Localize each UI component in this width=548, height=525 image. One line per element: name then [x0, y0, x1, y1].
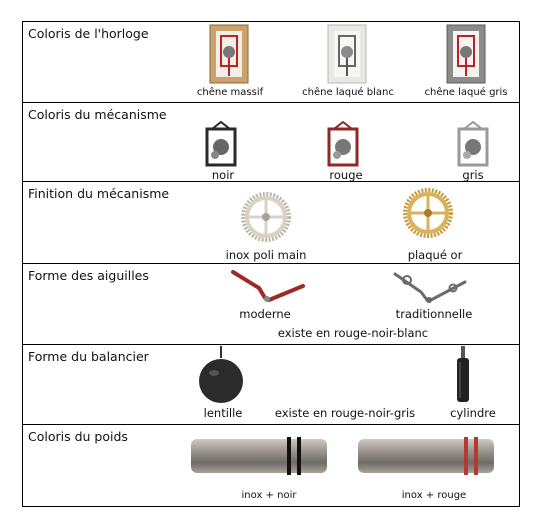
pendulum-cylinder-icon	[455, 346, 471, 404]
movement-red-icon	[326, 120, 360, 167]
row-title: Coloris du poids	[28, 429, 128, 444]
hands-modern-icon	[229, 268, 309, 306]
row-pendulum-shape: Forme du balancier lentille existe en ro…	[23, 345, 519, 425]
row-hands-shape: Forme des aiguilles moderne traditionnel…	[23, 264, 519, 345]
option-label: gris	[462, 168, 484, 182]
row-title: Coloris du mécanisme	[28, 107, 167, 122]
options-table: Coloris de l'horloge	[22, 21, 520, 507]
option-label: inox poli main	[225, 248, 307, 262]
availability-note: existe en rouge-noir-gris	[274, 406, 416, 420]
movement-black-icon	[204, 120, 238, 167]
row-title: Coloris de l'horloge	[28, 26, 149, 41]
pendulum-lens-icon	[198, 346, 244, 406]
option-label: lentille	[203, 406, 243, 420]
gear-gold-icon	[403, 188, 453, 238]
option-label: plaqué or	[407, 248, 463, 262]
row-movement-finish: Finition du mécanisme inox poli main pla…	[23, 182, 519, 264]
weight-red-rings-icon	[356, 437, 496, 475]
option-label: chêne laqué gris	[424, 87, 508, 98]
option-label: inox + rouge	[401, 490, 467, 501]
row-weight-color: Coloris du poids	[23, 425, 519, 506]
row-title: Forme des aiguilles	[28, 268, 149, 283]
option-label: moderne	[239, 307, 291, 321]
option-label: rouge	[329, 168, 363, 182]
option-label: noir	[211, 168, 235, 182]
option-label: traditionnelle	[395, 307, 473, 321]
row-movement-color: Coloris du mécanisme	[23, 103, 519, 182]
option-label: cylindre	[450, 406, 496, 420]
gear-steel-icon	[241, 192, 291, 242]
hands-traditional-icon	[391, 270, 471, 306]
movement-grey-icon	[456, 120, 490, 167]
clock-case-oak-icon	[209, 24, 249, 84]
row-title: Finition du mécanisme	[28, 186, 170, 201]
clock-case-grey-icon	[446, 24, 486, 84]
option-label: chêne massif	[196, 87, 264, 98]
clock-case-white-icon	[327, 24, 367, 84]
availability-note: existe en rouge-noir-blanc	[277, 326, 429, 340]
option-label: chêne laqué blanc	[302, 87, 394, 98]
option-label: inox + noir	[241, 490, 297, 501]
row-title: Forme du balancier	[28, 349, 149, 364]
row-clock-color: Coloris de l'horloge	[23, 22, 519, 103]
weight-black-rings-icon	[189, 437, 329, 475]
